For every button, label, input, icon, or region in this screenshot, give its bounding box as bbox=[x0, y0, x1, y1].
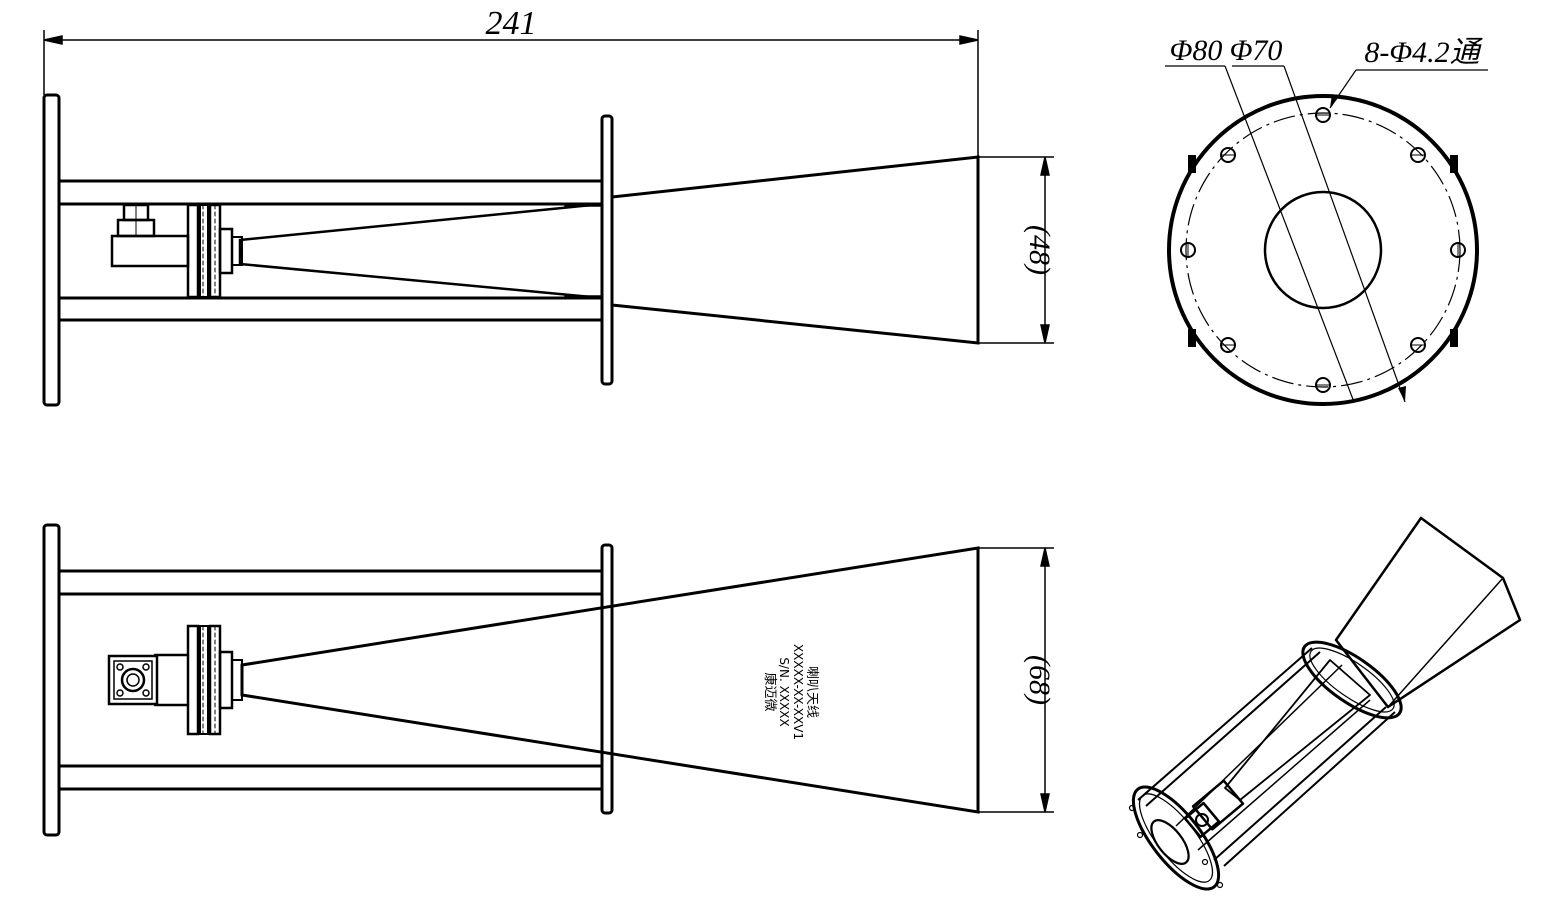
dim-bolt-circle-diameter: Φ70 bbox=[1230, 34, 1283, 67]
connector-face bbox=[107, 654, 159, 706]
dim-aperture-top: (68) bbox=[1023, 655, 1056, 705]
dimension-241 bbox=[43, 30, 979, 157]
nameplate-line2: XXXXX-XX-XXV1 bbox=[791, 644, 805, 740]
nameplate: 喇叭天线 XXXXX-XX-XXV1 S/N. XXXXX 康迈微 bbox=[762, 644, 819, 740]
connector-body bbox=[110, 234, 190, 268]
horn-iso bbox=[1334, 516, 1522, 709]
dimension-48 bbox=[978, 156, 1054, 344]
front-flange bbox=[1167, 94, 1479, 406]
inner-taper bbox=[238, 202, 604, 300]
waveguide-aperture bbox=[1263, 190, 1383, 310]
side-view bbox=[42, 93, 980, 407]
horn-side bbox=[610, 155, 980, 345]
isometric-view bbox=[1128, 516, 1522, 891]
dim-overall-length: 241 bbox=[486, 5, 537, 42]
top-view bbox=[42, 523, 980, 837]
horn-top bbox=[240, 546, 980, 814]
bolt-circle bbox=[1185, 112, 1461, 388]
nameplate-line1: 喇叭天线 bbox=[804, 666, 819, 718]
dimension-68 bbox=[978, 547, 1054, 813]
dim-outer-diameter: Φ80 bbox=[1170, 34, 1223, 67]
dim-bolt-holes: 8-Φ4.2通 bbox=[1364, 36, 1483, 69]
dim-aperture-side: (48) bbox=[1023, 225, 1056, 275]
nameplate-line4: 康迈微 bbox=[762, 672, 778, 711]
front-view bbox=[1165, 65, 1488, 406]
back-flange bbox=[42, 93, 61, 407]
nameplate-line3: S/N. XXXXX bbox=[777, 657, 791, 726]
